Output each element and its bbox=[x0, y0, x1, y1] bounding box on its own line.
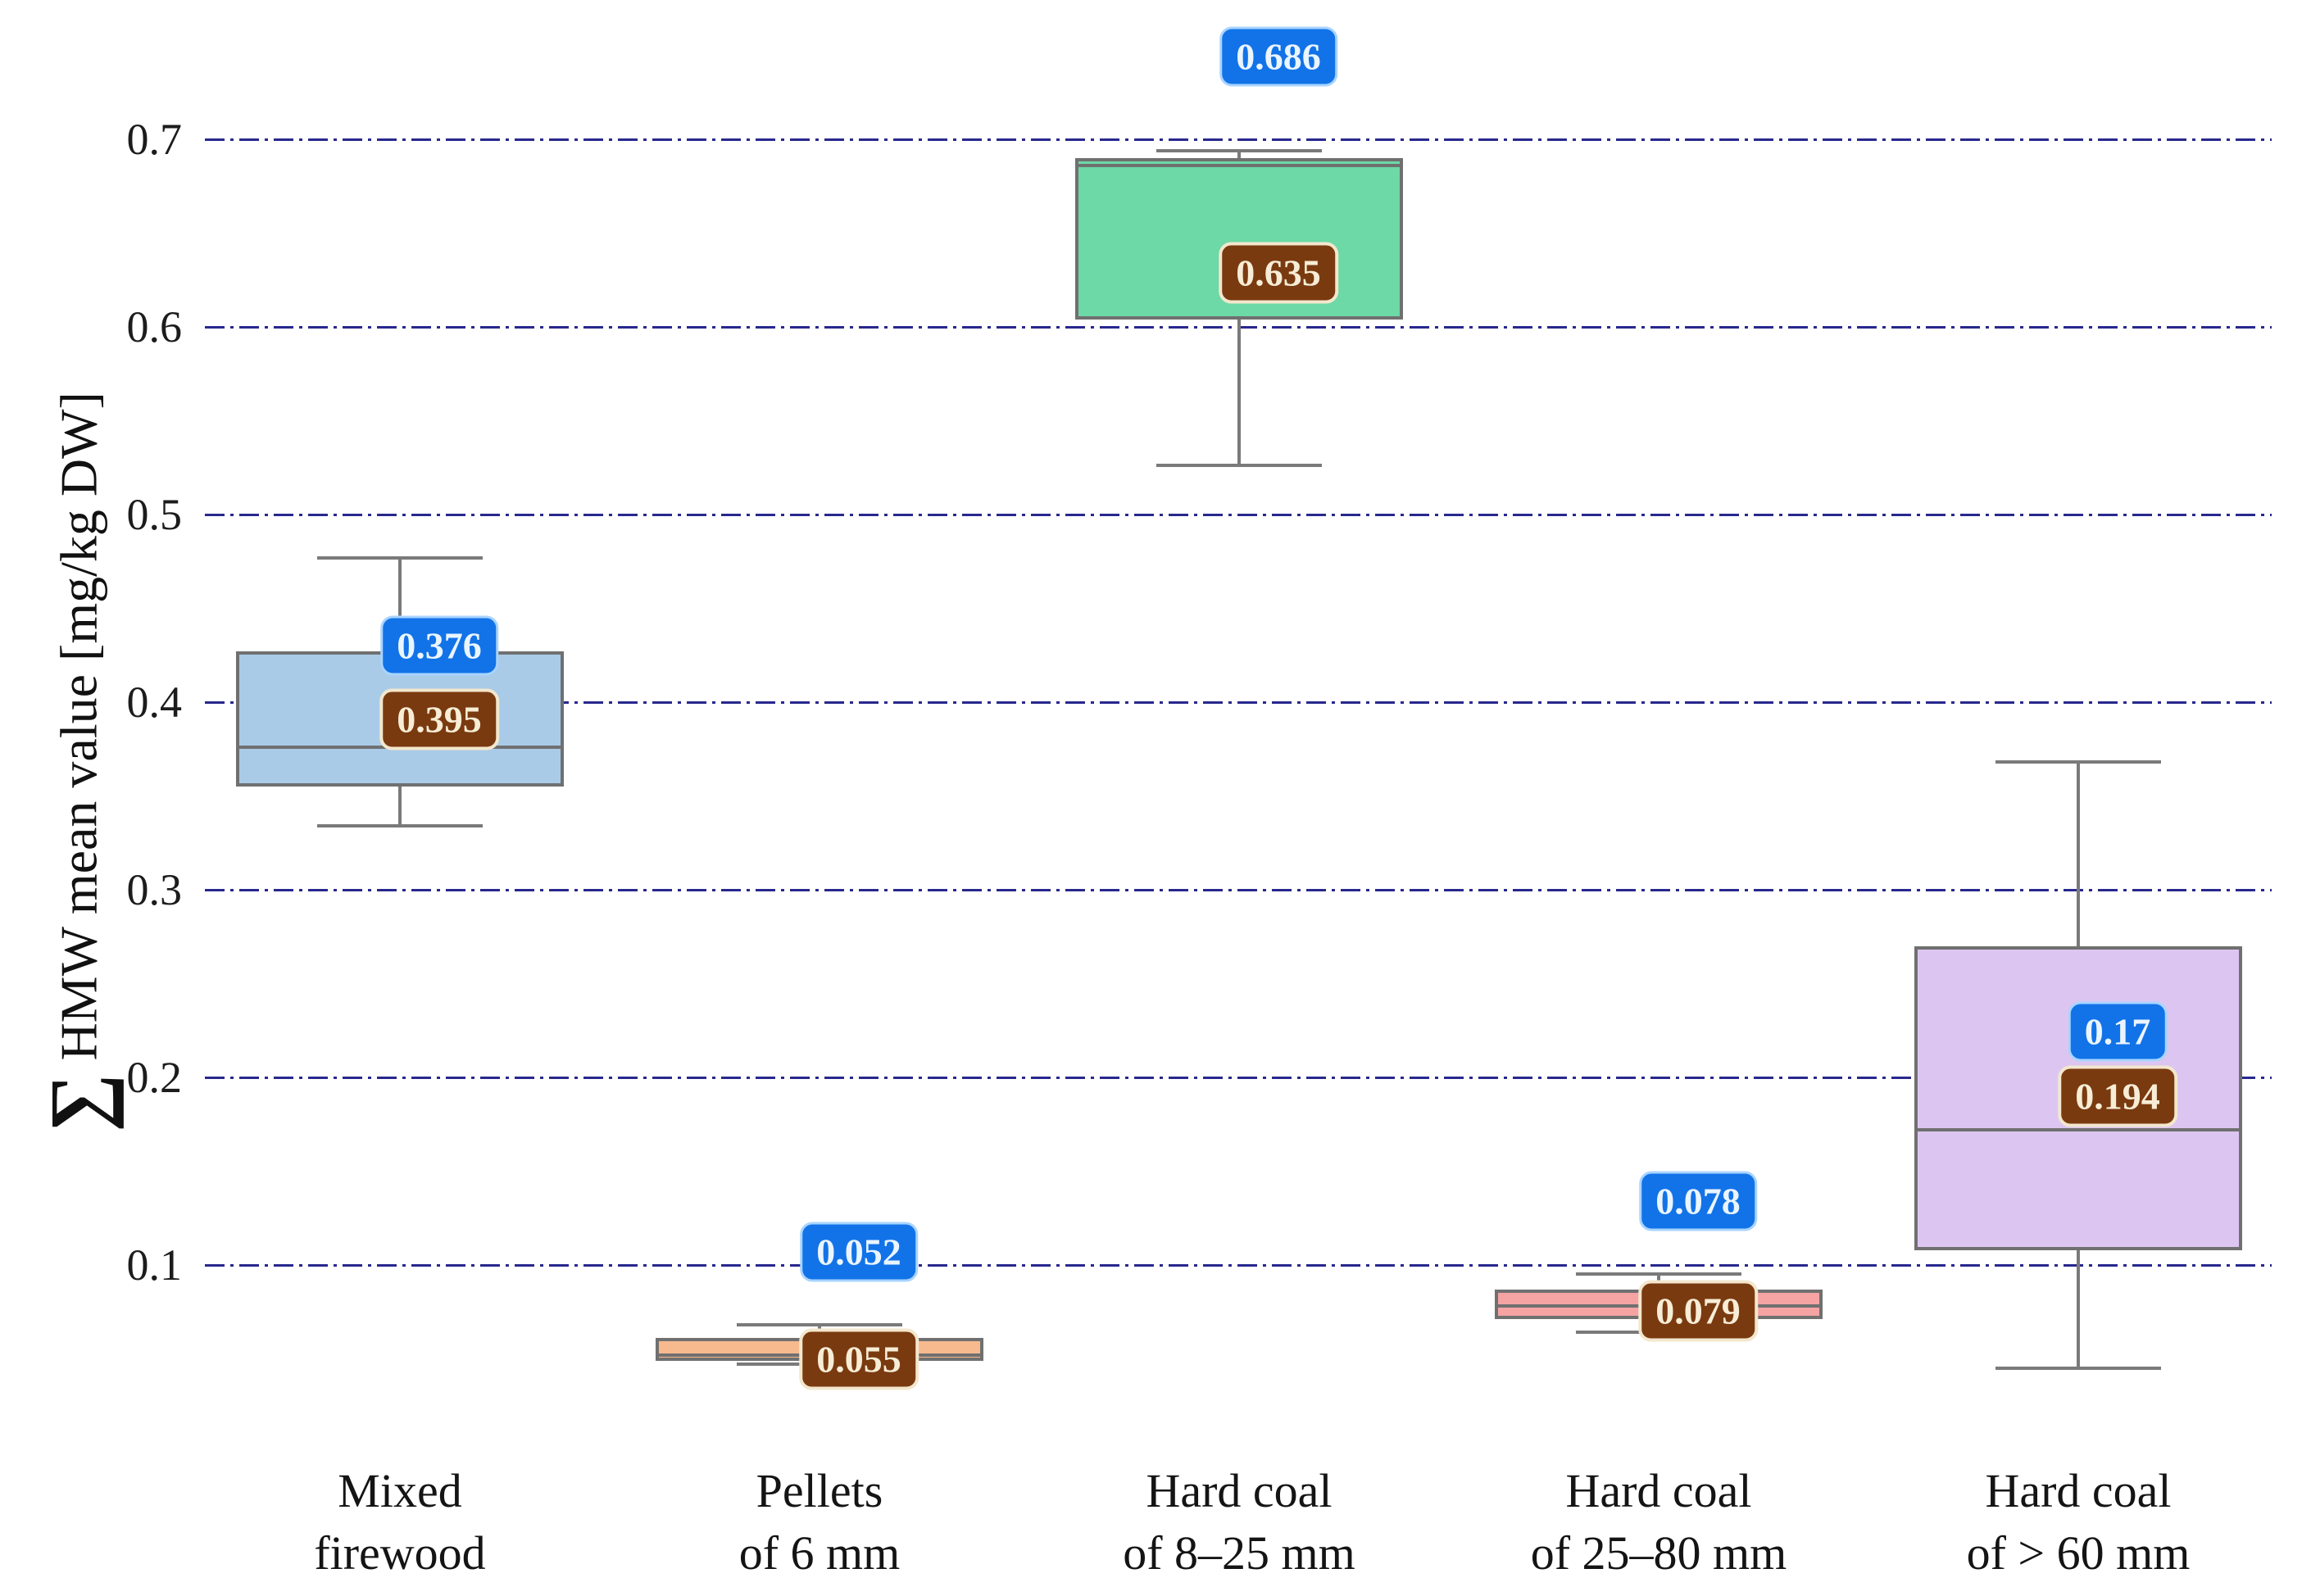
whisker-cap-top bbox=[1576, 1272, 1741, 1276]
gridline bbox=[205, 888, 2272, 891]
category-label-line: firewood bbox=[314, 1526, 486, 1580]
category-label: Hard coal of 8–25 mm bbox=[1010, 1460, 1469, 1585]
mean-value-badge: 0.194 bbox=[2058, 1065, 2177, 1127]
y-tick-label: 0.2 bbox=[126, 1053, 183, 1102]
median-line bbox=[1075, 164, 1403, 168]
gridline bbox=[205, 513, 2272, 516]
mean-value-badge: 0.079 bbox=[1638, 1280, 1758, 1342]
category-label-line: of 25–80 mm bbox=[1530, 1526, 1787, 1580]
y-tick-label: 0.6 bbox=[126, 302, 183, 351]
y-tick-label: 0.5 bbox=[126, 490, 183, 539]
whisker-cap-top bbox=[317, 555, 483, 560]
category-label-line: of > 60 mm bbox=[1966, 1526, 2191, 1580]
gridline bbox=[205, 1076, 2272, 1079]
mean-value-badge: 0.635 bbox=[1219, 242, 1338, 304]
gridline bbox=[205, 138, 2272, 141]
gridline bbox=[205, 1263, 2272, 1267]
y-tick-label: 0.3 bbox=[126, 865, 183, 914]
whisker-cap-bottom bbox=[1995, 1366, 2161, 1370]
y-tick-label: 0.1 bbox=[126, 1240, 183, 1290]
category-label-line: Hard coal bbox=[1985, 1464, 2172, 1517]
mean-value-badge: 0.395 bbox=[379, 688, 499, 750]
category-label-line: Hard coal bbox=[1565, 1464, 1752, 1517]
category-label-line: Pellets bbox=[756, 1464, 883, 1517]
whisker-cap-bottom bbox=[1156, 464, 1322, 468]
gridline bbox=[205, 701, 2272, 704]
median-value-badge: 0.052 bbox=[800, 1222, 918, 1282]
category-label: Hard coal of > 60 mm bbox=[1849, 1460, 2308, 1585]
median-value-badge: 0.686 bbox=[1219, 26, 1337, 87]
category-label: Hard coal of 25–80 mm bbox=[1429, 1460, 1888, 1585]
category-label-line: of 6 mm bbox=[738, 1526, 901, 1580]
category-label-line: of 8–25 mm bbox=[1123, 1526, 1355, 1580]
mean-value-badge: 0.055 bbox=[799, 1328, 919, 1390]
whisker-cap-bottom bbox=[317, 824, 483, 828]
median-value-badge: 0.078 bbox=[1639, 1171, 1757, 1231]
median-value-badge: 0.17 bbox=[2068, 1001, 2168, 1062]
whisker-cap-top bbox=[737, 1323, 902, 1327]
median-line bbox=[1914, 1128, 2242, 1132]
category-label: Pellets of 6 mm bbox=[590, 1460, 1049, 1585]
y-tick-label: 0.7 bbox=[126, 115, 183, 164]
y-tick-label: 0.4 bbox=[126, 678, 183, 727]
category-label-line: Hard coal bbox=[1146, 1464, 1333, 1517]
category-label: Mixed firewood bbox=[170, 1460, 629, 1585]
median-value-badge: 0.376 bbox=[380, 615, 498, 676]
whisker-cap-top bbox=[1156, 148, 1322, 152]
whisker-cap-top bbox=[1995, 760, 2161, 764]
category-label-line: Mixed bbox=[338, 1464, 462, 1517]
